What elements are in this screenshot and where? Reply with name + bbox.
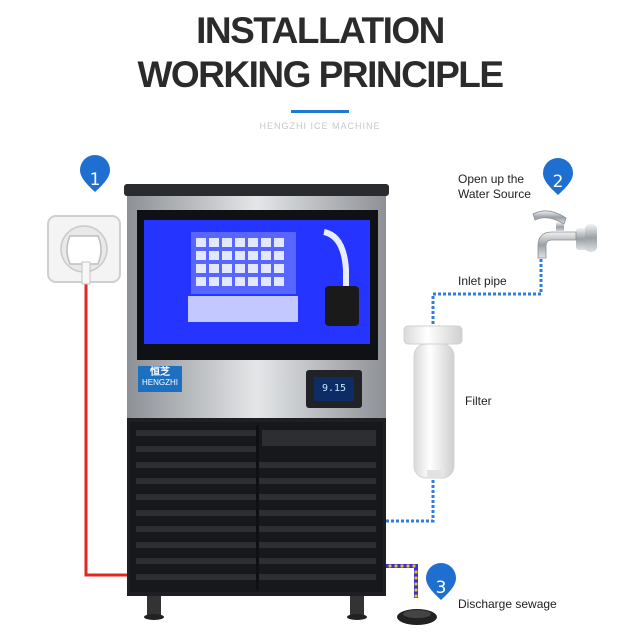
step-2-pin [543, 158, 573, 195]
ice-machine [124, 184, 389, 620]
filter-label: Filter [465, 394, 492, 408]
step-2-number: 2 [552, 172, 564, 192]
water-tap-icon [532, 210, 597, 259]
power-cable [84, 283, 132, 577]
power-socket-icon [47, 215, 121, 285]
step-3-number: 3 [435, 578, 447, 598]
water-source-label-line2: Water Source [458, 187, 531, 201]
water-source-label-line1: Open up the [458, 172, 525, 186]
page-title-line1: INSTALLATION [196, 10, 445, 51]
filter-icon [403, 325, 463, 479]
discharge-sewage-label: Discharge sewage [458, 597, 557, 611]
inlet-pipe [386, 254, 543, 523]
brand-name-en: HENGZHI [142, 378, 178, 387]
drain-icon [397, 609, 437, 625]
step-1-pin [80, 155, 110, 192]
ghost-subtitle: HENGZHI ICE MACHINE [259, 121, 381, 131]
inlet-pipe-label: Inlet pipe [458, 274, 507, 288]
brand-name-cn: 恒芝 [150, 367, 170, 378]
control-display: 9.15 [321, 383, 347, 394]
water-source-label: Open up the Water Source [458, 172, 548, 202]
drain-line [384, 564, 418, 598]
step-3-pin [426, 563, 456, 600]
title-underline [291, 110, 349, 113]
brand-logo: 恒芝 HENGZHI [138, 366, 182, 392]
page-title-line2: WORKING PRINCIPLE [137, 54, 504, 95]
step-1-number: 1 [89, 170, 101, 190]
